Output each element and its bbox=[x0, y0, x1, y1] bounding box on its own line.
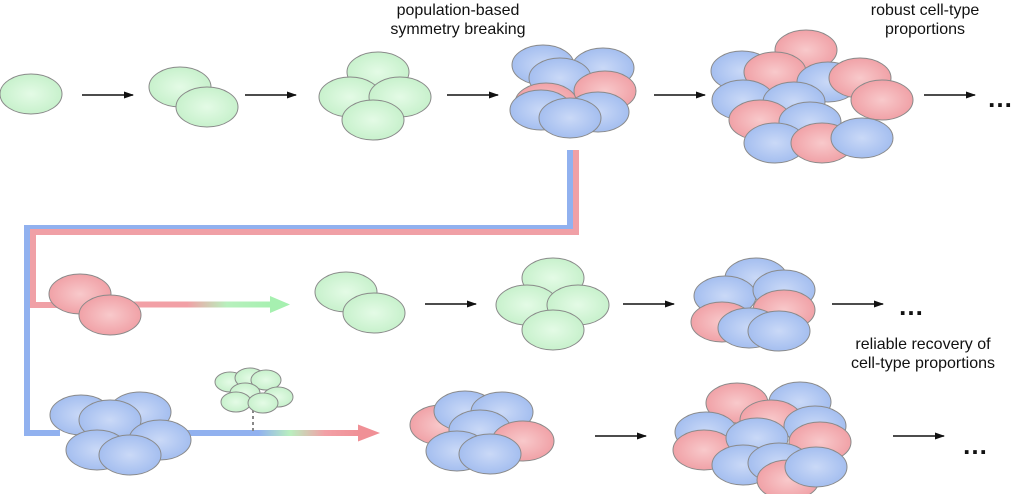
continuation-ellipsis-bottom: … bbox=[962, 430, 991, 460]
black-arrows bbox=[82, 91, 976, 440]
label-symmetry-breaking-line-2: symmetry breaking bbox=[390, 21, 526, 38]
red-to-green-arrow-head bbox=[270, 296, 290, 313]
red-lineage-line bbox=[30, 150, 579, 308]
lineage-lines bbox=[24, 150, 579, 436]
blue-cell bbox=[747, 310, 811, 352]
green-cell bbox=[247, 392, 279, 414]
blue-cell bbox=[458, 433, 522, 475]
red-cell bbox=[850, 79, 914, 121]
label-reliable-recovery-line-1: reliable recovery of bbox=[855, 336, 991, 353]
blue-lineage-line bbox=[24, 150, 573, 436]
two-cell-stage bbox=[148, 66, 239, 128]
recovery-cluster-bottom-small bbox=[409, 390, 555, 475]
removed-red-pair bbox=[48, 273, 142, 336]
gradient-arrows bbox=[115, 296, 380, 442]
single-cell bbox=[0, 73, 63, 115]
label-robust-proportions-line-1: robust cell-type bbox=[870, 2, 980, 19]
red-cell bbox=[78, 294, 142, 336]
label-reliable-recovery: reliable recovery of cell-type proportio… bbox=[830, 335, 1016, 373]
blue-to-red-arrow-head bbox=[358, 424, 380, 442]
green-cell bbox=[0, 73, 63, 115]
four-cell-stage bbox=[318, 51, 432, 141]
green-cell bbox=[175, 86, 239, 128]
label-symmetry-breaking: population-based symmetry breaking bbox=[358, 1, 558, 39]
blue-cell bbox=[98, 434, 162, 476]
label-robust-proportions: robust cell-type proportions bbox=[845, 1, 1005, 39]
recovery-cluster-middle bbox=[690, 257, 816, 352]
cell-clusters bbox=[0, 29, 914, 499]
continuation-ellipsis-top: … bbox=[987, 83, 1016, 113]
robust-proportions-cluster bbox=[710, 29, 914, 164]
blue-cell bbox=[830, 117, 894, 159]
removed-blue-cluster bbox=[49, 391, 192, 476]
blue-cell bbox=[538, 97, 602, 139]
label-robust-proportions-line-2: proportions bbox=[884, 21, 966, 38]
green-cell bbox=[341, 99, 405, 141]
green-cell bbox=[220, 391, 252, 413]
recovery-cluster-bottom-large bbox=[672, 381, 852, 499]
small-donor-cluster bbox=[214, 367, 294, 414]
green-cell bbox=[250, 369, 282, 391]
continuation-ellipsis-middle: … bbox=[898, 291, 927, 321]
blue-to-red-arrow-shaft bbox=[185, 430, 360, 436]
red-to-green-arrow-shaft bbox=[115, 301, 275, 308]
label-reliable-recovery-line-2: cell-type proportions bbox=[850, 355, 996, 372]
green-cell bbox=[521, 309, 585, 351]
green-cell bbox=[342, 292, 406, 334]
recovery-two-cell bbox=[314, 271, 406, 334]
label-symmetry-breaking-line-1: population-based bbox=[396, 2, 520, 19]
blue-cell bbox=[784, 446, 848, 488]
recovery-four-cell bbox=[495, 257, 610, 351]
symmetry-breaking-cluster bbox=[509, 44, 637, 139]
